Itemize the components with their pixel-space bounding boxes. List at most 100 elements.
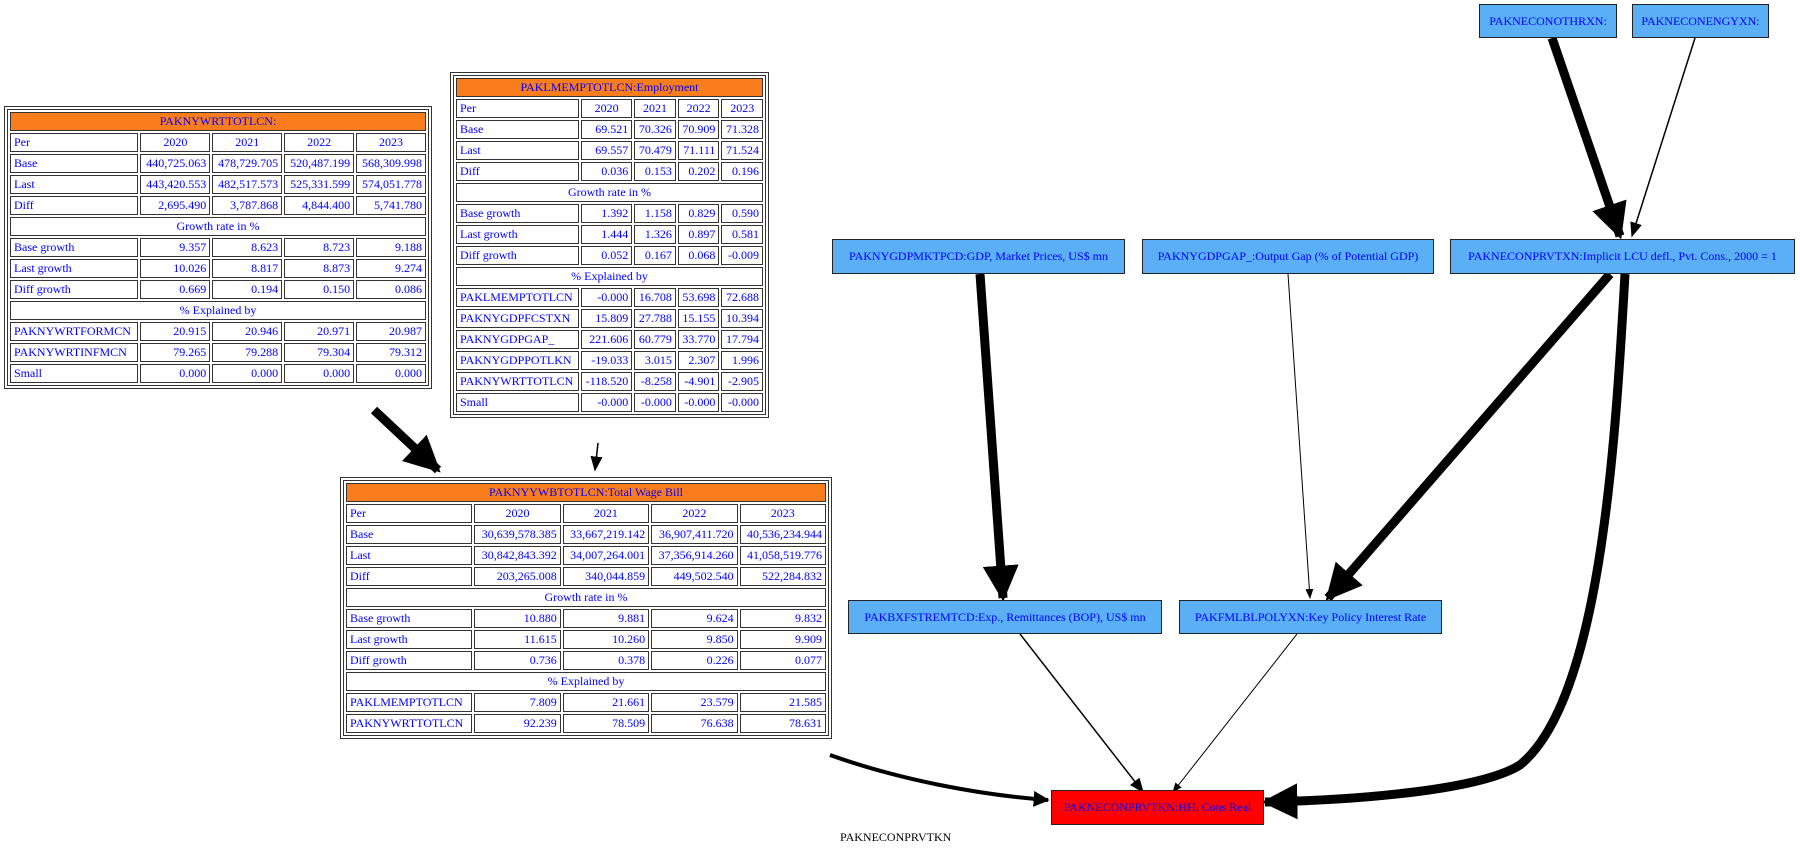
node-paknecon-engyxn[interactable]: PAKNECONENGYXN: xyxy=(1632,4,1769,38)
table-cell: -8.258 xyxy=(634,372,676,391)
explained-section-label: % Explained by xyxy=(456,267,763,286)
table-cell: 1.392 xyxy=(581,204,633,223)
table-cell: Base growth xyxy=(10,238,139,257)
column-header: 2021 xyxy=(212,133,283,152)
edge-polyxn-to-target xyxy=(1172,633,1298,793)
node-pakbxfstremtcd[interactable]: PAKBXFSTREMTCD:Exp., Remittances (BOP), … xyxy=(848,600,1162,634)
table-cell: 15.809 xyxy=(581,309,633,328)
table-cell: 30,842,843.392 xyxy=(474,546,561,565)
table-cell: PAKNYWRTFORMCN xyxy=(10,322,139,341)
explained-section: % Explained by xyxy=(346,672,826,691)
growth-section-label: Growth rate in % xyxy=(346,588,826,607)
table-cell: PAKNYWRTINFMCN xyxy=(10,343,139,362)
node-pakneconprvtkn-target[interactable]: PAKNECONPRVTKN:HH. Cons Real xyxy=(1051,790,1264,825)
table-cell: Last xyxy=(10,175,139,194)
table-cell: 525,331.599 xyxy=(284,175,355,194)
table-cell: 0.590 xyxy=(721,204,763,223)
column-header: 2023 xyxy=(721,99,763,118)
table-cell: 33.770 xyxy=(677,330,720,349)
column-header: 2022 xyxy=(284,133,355,152)
node-paknygdpgap[interactable]: PAKNYGDPGAP_:Output Gap (% of Potential … xyxy=(1142,239,1434,274)
table-cell: PAKNYGDPGAP_ xyxy=(456,330,579,349)
table-cell: 1.158 xyxy=(634,204,676,223)
table-cell: 27.788 xyxy=(634,309,676,328)
table-cell: 9.357 xyxy=(140,238,211,257)
table-cell: Diff growth xyxy=(456,246,579,265)
table-title: PAKNYYWBTOTLCN:Total Wage Bill xyxy=(346,483,826,502)
column-header: 2021 xyxy=(634,99,676,118)
table-cell: 9.188 xyxy=(356,238,426,257)
table-cell: -2.905 xyxy=(721,372,763,391)
table-cell: Last growth xyxy=(456,225,579,244)
growth-section-label: Growth rate in % xyxy=(456,183,763,202)
table-cell: PAKLMEMPTOTLCN xyxy=(346,693,473,712)
table-cell: 10.026 xyxy=(140,259,211,278)
table-cell: 23.579 xyxy=(651,693,738,712)
table-cell: 0.000 xyxy=(284,364,355,383)
table-cell: PAKNYWRTTOTLCN xyxy=(346,714,473,733)
table-cell: 478,729.705 xyxy=(212,154,283,173)
table-cell: 0.581 xyxy=(721,225,763,244)
table-cell: -118.520 xyxy=(581,372,633,391)
column-header: 2020 xyxy=(474,504,561,523)
table-cell: 20.946 xyxy=(212,322,283,341)
edge-prvtxn-to-target xyxy=(1261,273,1630,820)
table-cell: 20.971 xyxy=(284,322,355,341)
table-cell: -0.000 xyxy=(581,393,633,412)
table-cell: Last growth xyxy=(346,630,473,649)
table-cell: 2,695.490 xyxy=(140,196,211,215)
table-cell: Diff growth xyxy=(346,651,473,670)
table-cell: 8.623 xyxy=(212,238,283,257)
table-cell: 449,502.540 xyxy=(651,567,738,586)
table-cell: 21.661 xyxy=(562,693,650,712)
table-cell: 203,265.008 xyxy=(474,567,561,586)
table-cell: 71.328 xyxy=(721,120,763,139)
node-pakneconprvtxn[interactable]: PAKNECONPRVTXN:Implicit LCU defl., Pvt. … xyxy=(1450,239,1795,274)
table-cell: Base xyxy=(10,154,139,173)
node-paknygdpmktpcd[interactable]: PAKNYGDPMKTPCD:GDP, Market Prices, US$ m… xyxy=(832,239,1125,274)
table-cell: 8.817 xyxy=(212,259,283,278)
growth-section: Growth rate in % xyxy=(346,588,826,607)
table-cell: -0.009 xyxy=(721,246,763,265)
table-cell: Base xyxy=(456,120,579,139)
table-cell: PAKNYWRTTOTLCN xyxy=(456,372,579,391)
column-header: 2020 xyxy=(581,99,633,118)
table-cell: 9.909 xyxy=(739,630,826,649)
growth-section: Growth rate in % xyxy=(10,217,426,236)
table-cell: 10.394 xyxy=(721,309,763,328)
table-cell: 0.196 xyxy=(721,162,763,181)
column-header: 2023 xyxy=(739,504,826,523)
table-cell: 5,741.780 xyxy=(356,196,426,215)
table-cell: 15.155 xyxy=(677,309,720,328)
table-cell: 78.631 xyxy=(739,714,826,733)
table-cell: 4,844.400 xyxy=(284,196,355,215)
edge-emp-to-wb xyxy=(590,442,603,472)
table-cell: 79.312 xyxy=(356,343,426,362)
table-cell: 34,007,264.001 xyxy=(562,546,650,565)
table-cell: 8.873 xyxy=(284,259,355,278)
node-pakfmlblpolyxn[interactable]: PAKFMLBLPOLYXN:Key Policy Interest Rate xyxy=(1179,600,1442,634)
table-cell: 0.036 xyxy=(581,162,633,181)
table-cell: Diff xyxy=(456,162,579,181)
table-cell: 440,725.063 xyxy=(140,154,211,173)
node-paknecon-othrxn[interactable]: PAKNECONOTHRXN: xyxy=(1479,4,1617,38)
explained-section-label: % Explained by xyxy=(10,301,426,320)
table-cell: Small xyxy=(10,364,139,383)
table-cell: 9.274 xyxy=(356,259,426,278)
table-cell: Diff xyxy=(346,567,473,586)
column-header: 2022 xyxy=(677,99,720,118)
table-cell: 2.307 xyxy=(677,351,720,370)
